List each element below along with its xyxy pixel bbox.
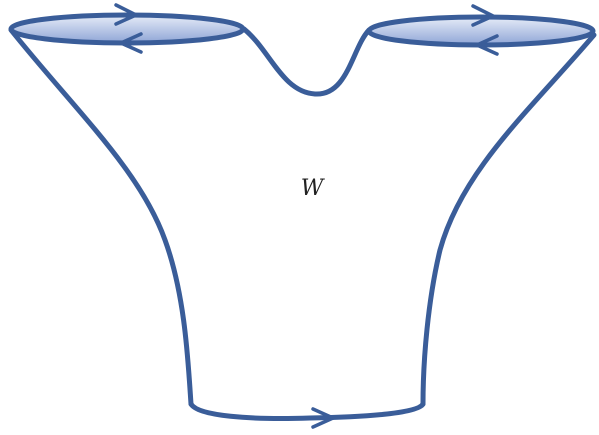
surface-neck-curve — [241, 26, 372, 97]
surface-label: W — [301, 176, 326, 201]
arrow-left-circle-bottom-icon — [119, 32, 143, 54]
surface-left-wall — [8, 27, 194, 407]
arrow-bottom-edge-icon — [311, 407, 335, 429]
arrow-right-circle-bottom-icon — [475, 34, 499, 56]
arrow-left-circle-top-icon — [114, 3, 138, 26]
arrow-right-circle-top-icon — [471, 4, 495, 27]
surface-bottom-edge — [188, 401, 426, 421]
surface-right-wall — [420, 32, 597, 407]
left-boundary-circle — [8, 12, 246, 46]
